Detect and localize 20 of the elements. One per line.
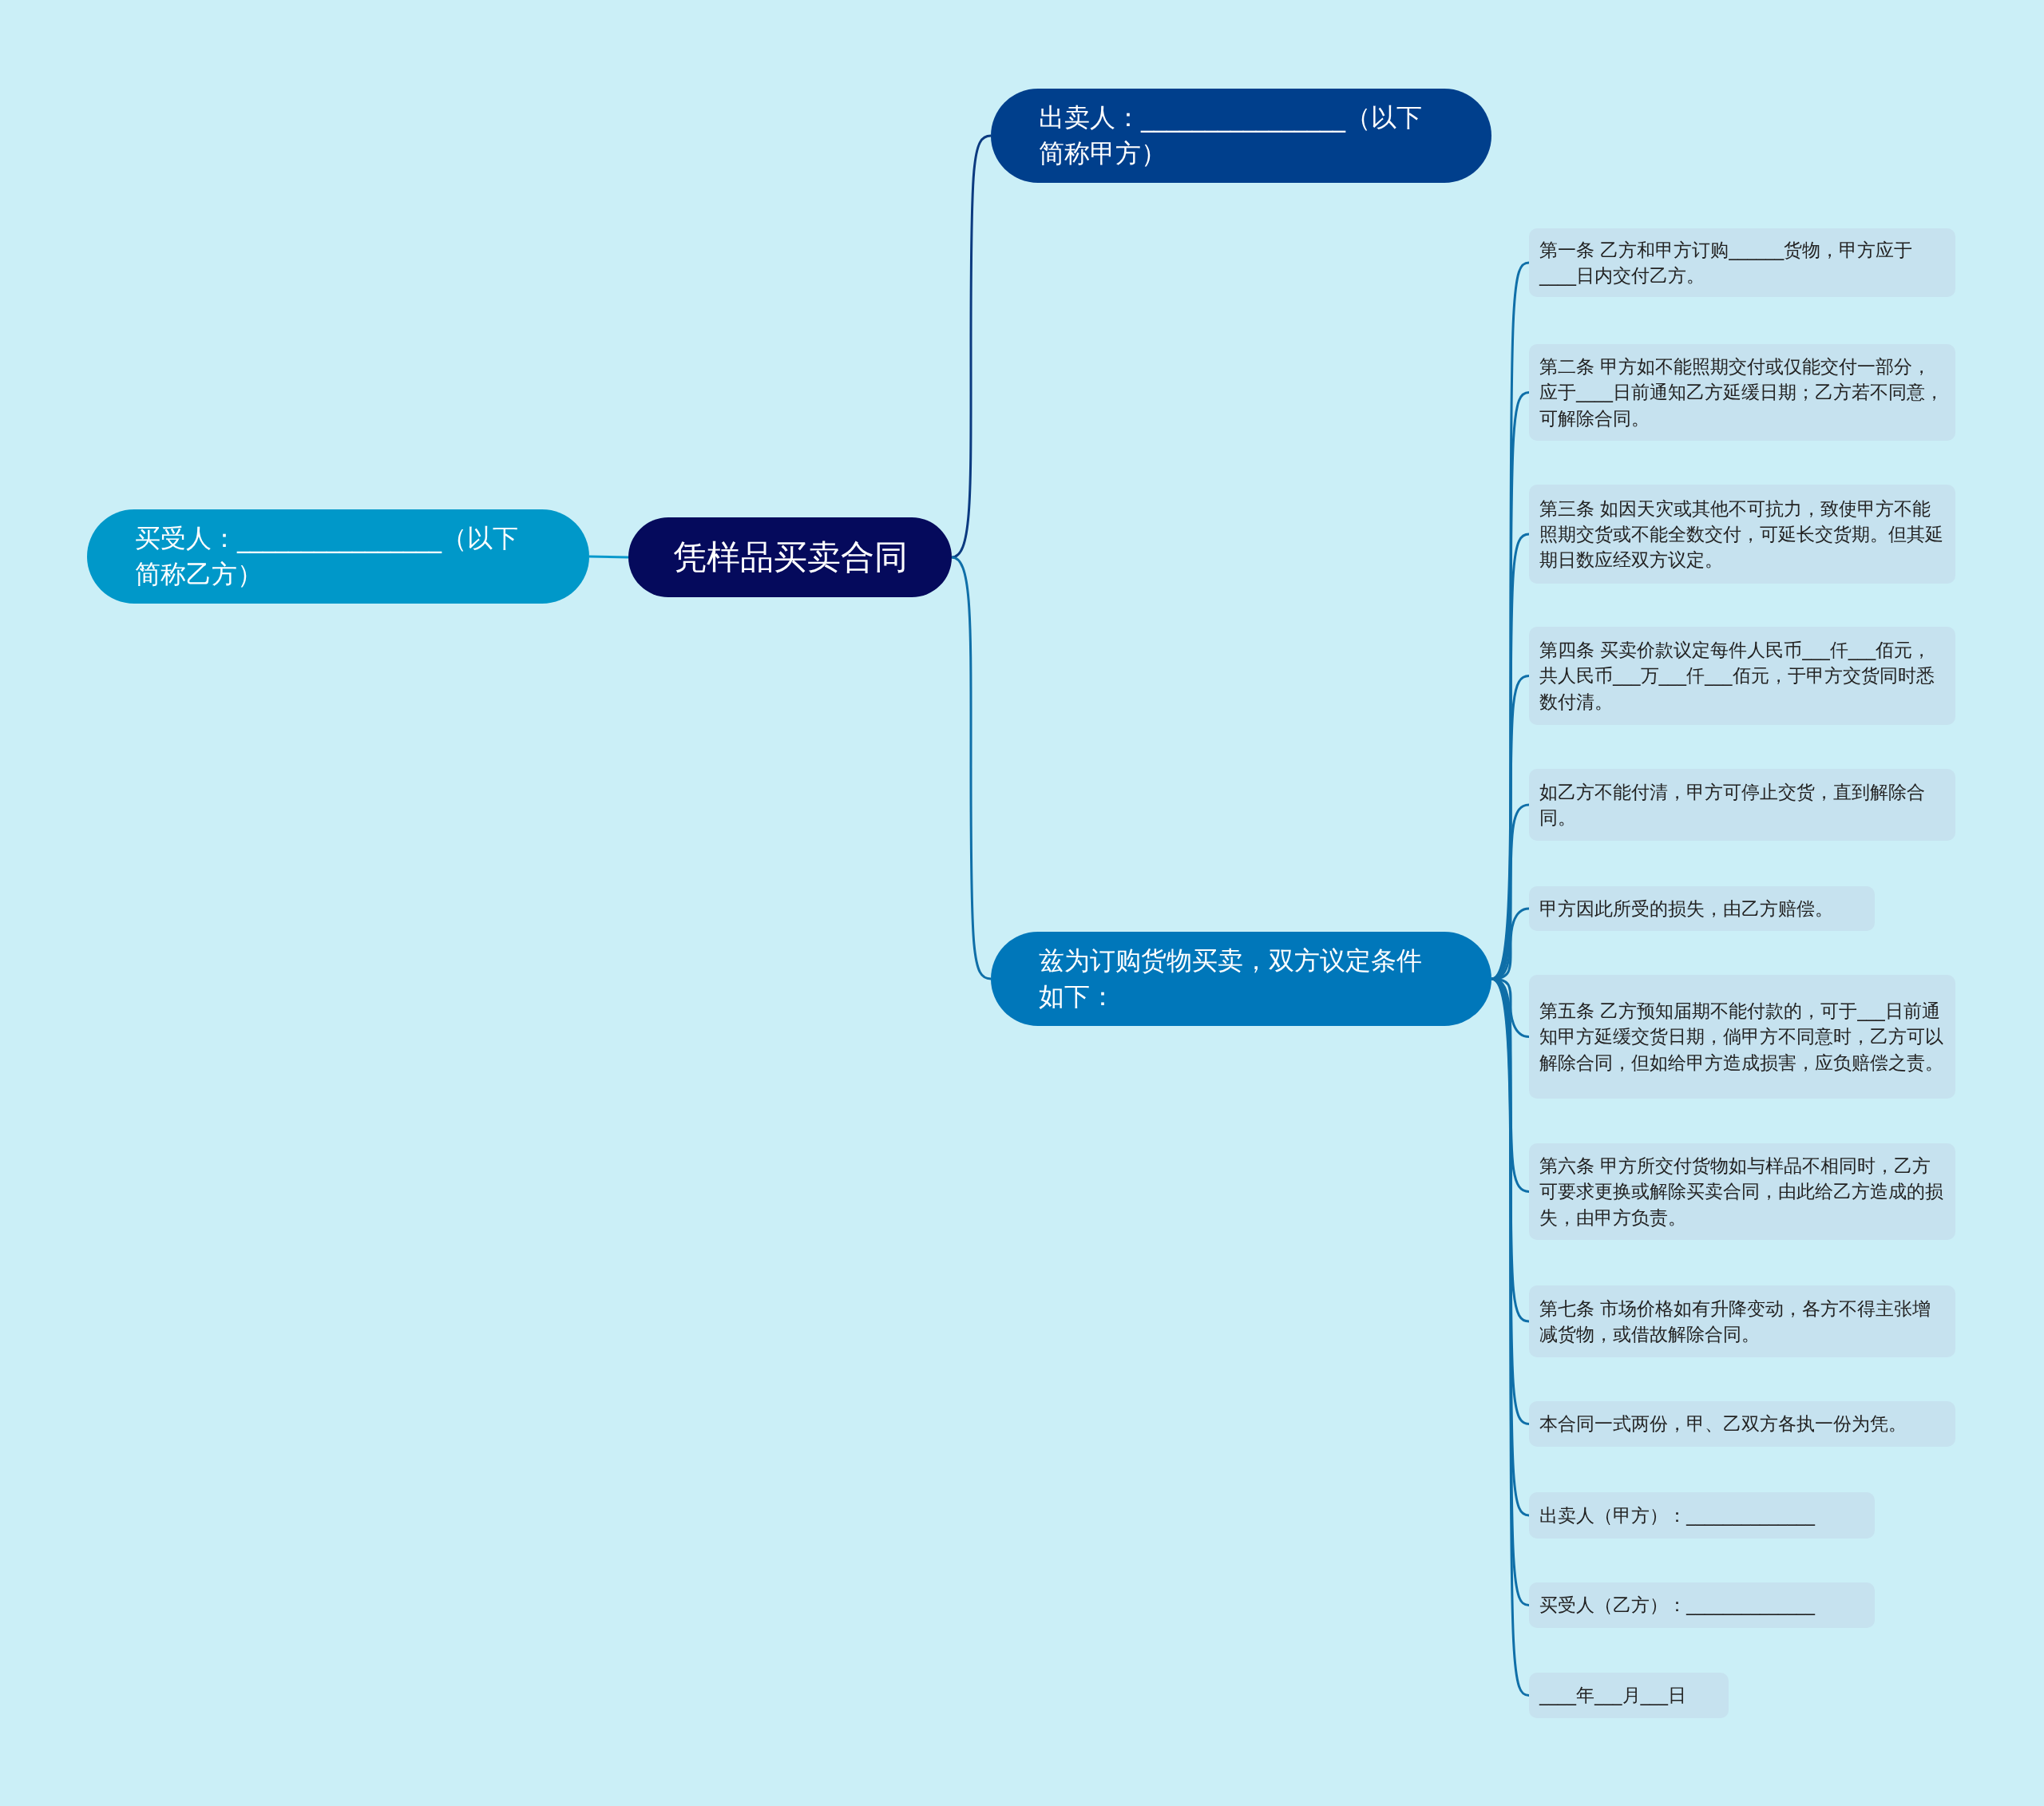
connector-line xyxy=(951,134,992,559)
subtopic-box: 第三条 如因天灾或其他不可抗力，致使甲方不能照期交货或不能全数交付，可延长交货期。但其延期日数应经双方议定。 xyxy=(1529,485,1955,584)
subtopic-box: 第七条 市场价格如有升降变动，各方不得主张增减货物，或借故解除合同。 xyxy=(1529,1285,1955,1357)
connector-line xyxy=(951,556,992,980)
topic-box: 兹为订购货物买卖，双方议定条件如下： xyxy=(991,932,1491,1026)
subtopic-box: 本合同一式两份，甲、乙双方各执一份为凭。 xyxy=(1529,1401,1955,1447)
root-topic: 凭样品买卖合同 xyxy=(628,517,952,597)
subtopic-box: 第六条 甲方所交付货物如与样品不相同时，乙方可要求更换或解除买卖合同，由此给乙方造成的损失，由甲方负责。 xyxy=(1529,1143,1955,1240)
subtopic-box: 第五条 乙方预知届期不能付款的，可于___日前通知甲方延缓交货日期，倘甲方不同意时，乙方可以解除合同，但如给甲方造成损害，应负赔偿之责。 xyxy=(1529,975,1955,1099)
subtopic-box: 第四条 买卖价款议定每件人民币___仟___佰元，共人民币___万___仟___佰元，于甲方交货同时悉数付清。 xyxy=(1529,627,1955,725)
subtopic-box: 第一条 乙方和甲方订购______货物，甲方应于____日内交付乙方。 xyxy=(1529,228,1955,297)
topic-box: 买受人：________________（以下简称乙方） xyxy=(87,509,589,604)
subtopic-box: 买受人（乙方）：______________ xyxy=(1529,1582,1875,1628)
topic-box: 出卖人：________________（以下简称甲方） xyxy=(991,89,1491,183)
subtopic-box: 甲方因此所受的损失，由乙方赔偿。 xyxy=(1529,886,1875,931)
subtopic-box: 出卖人（甲方）：______________ xyxy=(1529,1492,1875,1539)
connector-line xyxy=(588,555,629,559)
subtopic-box: 第二条 甲方如不能照期交付或仅能交付一部分，应于____日前通知乙方延缓日期；乙方若不同意，可解除合同。 xyxy=(1529,344,1955,441)
subtopic-box: ____年___月___日 xyxy=(1529,1673,1729,1718)
subtopic-box: 如乙方不能付清，甲方可停止交货，直到解除合同。 xyxy=(1529,769,1955,841)
